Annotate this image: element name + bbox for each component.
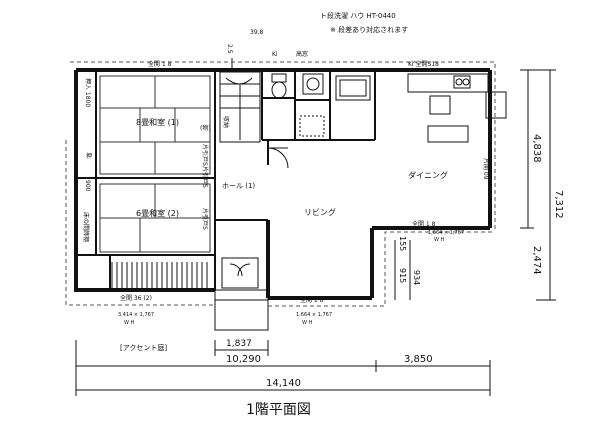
- dim-934: 934: [412, 270, 421, 285]
- window-label-ps-3: 片引戸S: [201, 166, 209, 188]
- window-label-japanese-6-bottom: 全開 36 (2): [120, 294, 152, 302]
- dim-2474: 2,474: [531, 246, 542, 275]
- dim-915: 915: [398, 268, 407, 283]
- window-label-dining-right: 全開 1 8: [412, 220, 436, 228]
- room-label-closet: 収納: [222, 116, 230, 128]
- dim-14140: 14,140: [266, 378, 301, 389]
- tatami-6jo: [99, 183, 211, 253]
- tatami-8jo: [99, 75, 211, 175]
- takaya-label: 高窓: [296, 50, 308, 58]
- roof-outline: [65, 61, 496, 307]
- dimension-lines: [75, 69, 556, 396]
- engawa-hatch: [111, 262, 208, 288]
- entrance-steps: [214, 289, 269, 331]
- dim-4838: 4,838: [531, 134, 542, 163]
- staircase: [219, 58, 261, 143]
- top-dim-label: 39.8: [250, 29, 264, 36]
- ki-label: Ki: [272, 51, 278, 58]
- window-label-dining-side: 片開 09: [482, 158, 490, 180]
- window-label-ps-2: 片引戸S: [201, 208, 209, 230]
- room-label-small-1: 押: [86, 152, 92, 160]
- sub-label-dining-wh: 1,664 × 1,767: [428, 230, 464, 236]
- doors: [221, 147, 289, 289]
- sub-label-left-wh2: W H: [124, 320, 135, 326]
- kitchen-counter: [407, 73, 507, 143]
- sub-label-dining-wh2: W H: [434, 237, 445, 243]
- toilet: [271, 73, 287, 99]
- top-note-2: ※ 段差あり対応されます: [330, 25, 408, 34]
- room-label-hall: ホール (1): [222, 182, 255, 190]
- room-label-japanese-6: 6畳和室 (2): [136, 208, 179, 218]
- dim-3850: 3,850: [404, 354, 433, 365]
- dim-155: 155: [398, 236, 407, 251]
- washbasin: [302, 73, 324, 95]
- sub-label-mid-wh: 1,664 × 1,767: [296, 312, 332, 318]
- outer-walls: [74, 68, 492, 300]
- window-label-living-bottom: 全開 1 8: [300, 296, 324, 304]
- window-label-900: 900: [84, 180, 91, 192]
- room-label-small-2: (物): [200, 124, 211, 132]
- room-label-dining: ダイニング: [408, 170, 448, 180]
- dim-10290: 10,290: [226, 354, 261, 365]
- window-label-top-left: 全開 1 8: [148, 60, 172, 68]
- sub-label-mid-wh2: W H: [302, 320, 313, 326]
- plan-title: 1階平面図: [246, 402, 311, 418]
- inner-walls: [76, 70, 376, 290]
- room-label-oshiire: 押入 1800: [84, 78, 92, 107]
- window-label-ps-1: 片引戸S: [201, 144, 209, 166]
- stair-note-label: 2.5: [226, 44, 233, 54]
- room-label-living: リビング: [304, 207, 336, 217]
- sub-label-left-wh: 3,414 × 1,767: [118, 312, 154, 318]
- room-label-japanese-8: 8畳和室 (1): [136, 117, 179, 127]
- room-label-tokonoma: 床の間飾棚: [82, 212, 90, 242]
- bathtub: [299, 75, 371, 137]
- dim-7312: 7,312: [553, 190, 564, 219]
- window-label-kitchen: Ki 全開S18: [408, 60, 439, 68]
- dim-1837: 1,837: [226, 339, 252, 349]
- room-label-akusento: [アクセント庭]: [120, 343, 167, 352]
- top-note-1: ト段洗濯 ハウ HT-0440: [320, 11, 396, 20]
